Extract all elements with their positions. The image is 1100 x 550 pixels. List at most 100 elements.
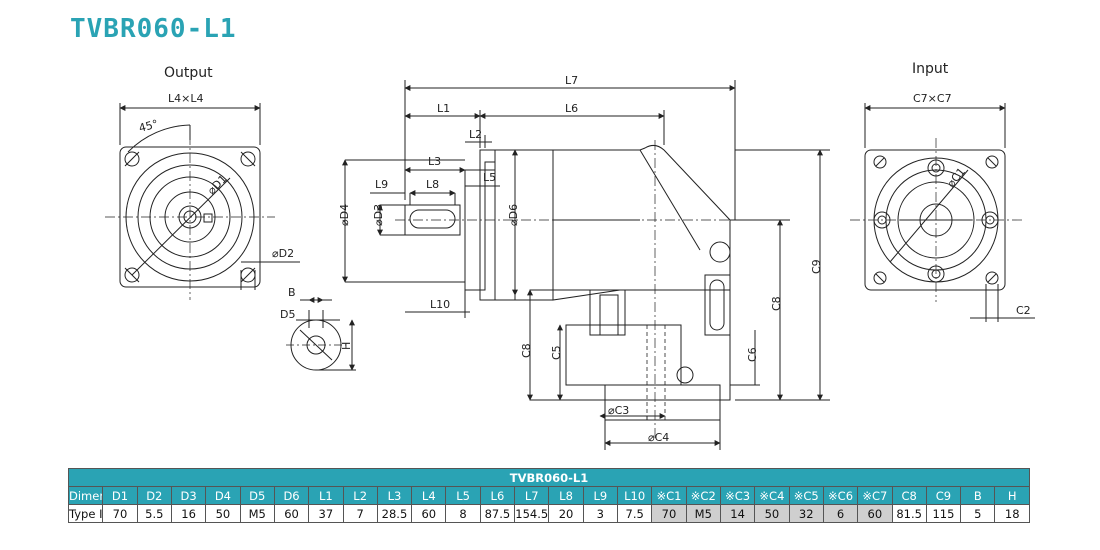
table-cell: 70 — [651, 504, 687, 523]
dim-label-L5: L5 — [483, 171, 496, 184]
dim-label-L3: L3 — [428, 155, 441, 168]
column-header: B — [960, 486, 996, 505]
table-cell: 50 — [205, 504, 241, 523]
column-header: ※C5 — [788, 486, 824, 505]
output-view-flange — [105, 124, 275, 300]
dim-label-L1: L1 — [437, 102, 450, 115]
dim-label-L10: L10 — [430, 298, 450, 311]
column-header: D6 — [273, 486, 310, 505]
table-cell: 81.5 — [891, 504, 927, 523]
dim-D4-D3 — [342, 159, 465, 283]
dim-label-H: H — [340, 342, 353, 350]
table-cell: 37 — [308, 504, 344, 523]
column-header: L5 — [445, 486, 481, 505]
product-title: TVBR060-L1 — [70, 14, 237, 44]
table-cell: 14 — [719, 504, 756, 523]
dim-L4xL4 — [119, 103, 261, 145]
input-view-label: Input — [912, 61, 949, 77]
dim-label-C3: ⌀C3 — [608, 404, 629, 417]
table-cell: 60 — [857, 504, 893, 523]
dim-C6 — [730, 330, 760, 386]
table-cell: 87.5 — [479, 504, 516, 523]
table-cell: 154.5 — [514, 504, 550, 523]
table-cell: 20 — [548, 504, 584, 523]
dim-label-L4xL4: L4×L4 — [168, 92, 203, 105]
dim-label-L2: L2 — [469, 128, 482, 141]
input-view-flange — [850, 138, 1022, 302]
column-header: L1 — [308, 486, 344, 505]
dimension-table: TVBR060-L1 Dimension D1D2D3D4D5D6L1L2L3L… — [67, 468, 1030, 523]
column-header: ※C3 — [719, 486, 756, 505]
table-header-row: Dimension D1D2D3D4D5D6L1L2L3L4L5L6L7L8L9… — [67, 486, 1030, 505]
column-header: L6 — [479, 486, 516, 505]
dim-C4 — [604, 420, 721, 450]
dim-C8-right — [730, 219, 790, 401]
column-header: H — [994, 486, 1030, 505]
output-view-label: Output — [164, 65, 213, 81]
dim-label-C6: C6 — [746, 347, 759, 362]
dim-label-C1: ⌀C1 — [944, 165, 968, 190]
column-header: D2 — [136, 486, 172, 505]
column-header: L10 — [616, 486, 653, 505]
dim-C3 — [599, 413, 666, 420]
column-header: ※C2 — [685, 486, 721, 505]
column-header: ※C1 — [651, 486, 687, 505]
dim-label-angle: 45° — [137, 117, 159, 135]
dim-label-B: B — [288, 286, 296, 299]
column-header: D1 — [102, 486, 138, 505]
table-cell: 6 — [822, 504, 859, 523]
dim-D2 — [240, 261, 300, 290]
shaft-key-detail — [286, 297, 356, 371]
table-cell: 18 — [994, 504, 1030, 523]
dim-label-L8: L8 — [426, 178, 439, 191]
dim-label-C2: C2 — [1016, 304, 1031, 317]
dim-label-D4: ⌀D4 — [338, 204, 351, 226]
dim-label-L6: L6 — [565, 102, 578, 115]
column-header: L2 — [342, 486, 378, 505]
side-view-body — [395, 140, 740, 440]
table-cell: 7 — [342, 504, 378, 523]
dim-label-C8-left: C8 — [520, 343, 533, 358]
table-cell: M5 — [685, 504, 721, 523]
table-cell: 8 — [445, 504, 481, 523]
column-header: ※C6 — [822, 486, 859, 505]
dim-label-C4: ⌀C4 — [648, 431, 669, 444]
table-cell: 16 — [170, 504, 207, 523]
column-header: D3 — [170, 486, 207, 505]
dim-L2 — [465, 135, 492, 148]
table-cell: 7.5 — [616, 504, 653, 523]
dim-label-C9: C9 — [810, 259, 823, 274]
column-header: ※C4 — [754, 486, 790, 505]
table-cell: 70 — [102, 504, 138, 523]
dim-label-D6: ⌀D6 — [507, 204, 520, 226]
table-cell: 5 — [960, 504, 996, 523]
dim-C7xC7 — [864, 103, 1006, 148]
dim-label-D1: ⌀D1 — [205, 172, 230, 197]
table-cell: 50 — [754, 504, 790, 523]
dim-label-L7: L7 — [565, 74, 578, 87]
dim-label-C7xC7: C7×C7 — [913, 92, 952, 105]
table-cell: 3 — [582, 504, 619, 523]
output-mounting-hole — [124, 151, 140, 167]
output-mounting-hole — [240, 267, 256, 283]
dim-label-L9: L9 — [375, 178, 388, 191]
table-cell: 32 — [788, 504, 824, 523]
column-header: L9 — [582, 486, 619, 505]
dim-L3 — [345, 159, 466, 173]
dim-label-D3: ⌀D3 — [372, 204, 385, 226]
column-header: C9 — [925, 486, 962, 505]
table-cell: 60 — [411, 504, 447, 523]
row-label-type: Type I — [67, 504, 104, 523]
column-header: L7 — [514, 486, 550, 505]
table-cell: 5.5 — [136, 504, 172, 523]
column-header: L3 — [376, 486, 413, 505]
technical-drawing: Output Input L4×L4 45° ⌀D1 ⌀D2 B D5 H L7… — [105, 61, 1035, 450]
row-header-dimension: Dimension — [67, 486, 104, 505]
column-header: ※C7 — [857, 486, 893, 505]
input-mounting-hole — [873, 271, 887, 285]
dim-label-D5: D5 — [280, 308, 295, 321]
dim-L1-L6 — [404, 110, 665, 145]
dim-L10 — [405, 290, 470, 318]
table-caption: TVBR060-L1 — [68, 468, 1030, 487]
column-header: D5 — [239, 486, 275, 505]
